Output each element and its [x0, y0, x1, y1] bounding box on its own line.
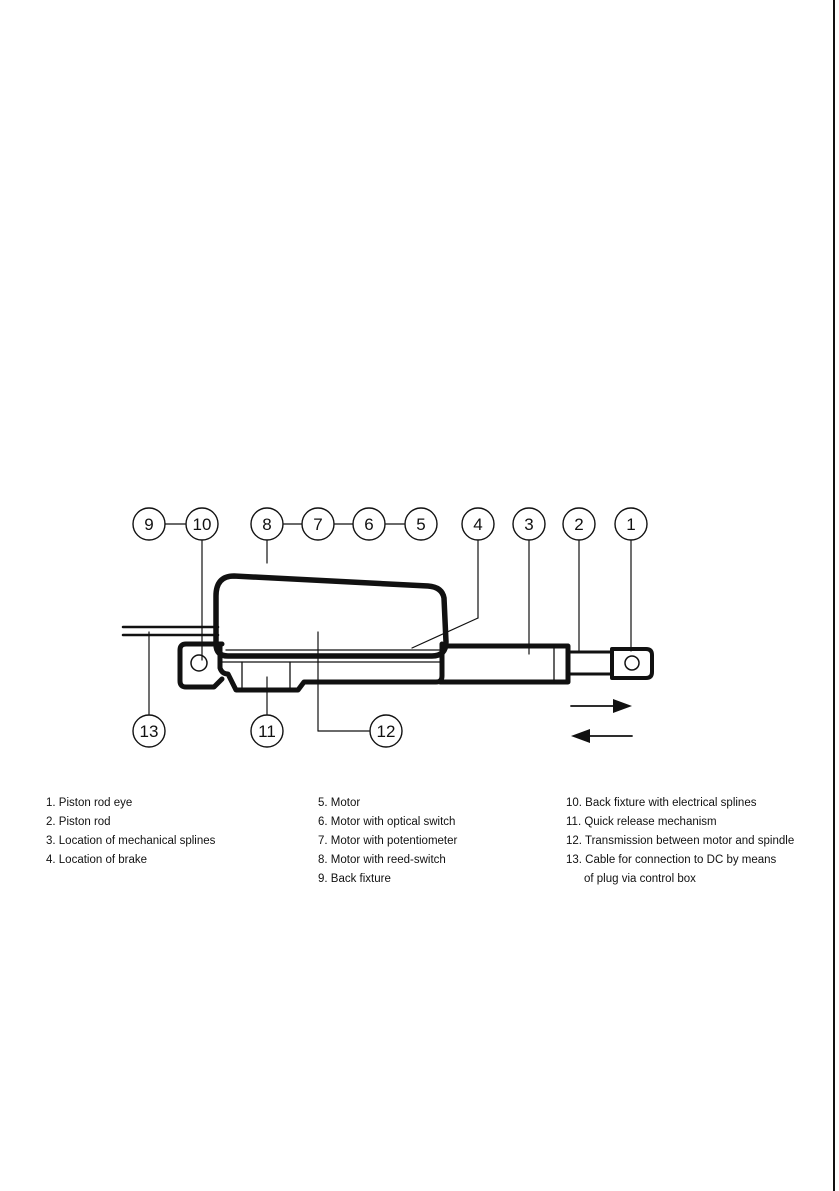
callout-4: 4: [473, 515, 482, 534]
callout-circle-5: [404, 507, 438, 541]
legend-item-6: 6. Motor with optical switch: [318, 816, 456, 828]
right-arrow-icon: [613, 699, 632, 713]
legend-item-11: 11. Quick release mechanism: [566, 816, 717, 828]
callout-circle-6: [352, 507, 386, 541]
callout-circle-2: [562, 507, 596, 541]
legend-item-4: 4. Location of brake: [46, 854, 148, 866]
direction-arrows: [570, 705, 633, 737]
legend-item-12: 12. Transmission between motor and spind…: [566, 835, 795, 847]
callout-7: 7: [313, 515, 322, 534]
legend-item-2: 2. Piston rod: [46, 816, 111, 828]
legend-column-1: 1. Piston rod eye 2. Piston rod 3. Locat…: [46, 794, 215, 870]
callout-6: 6: [364, 515, 373, 534]
callout-13: 13: [140, 722, 159, 741]
piston-rod-eye: [610, 647, 654, 680]
callout-circle-3: [512, 507, 546, 541]
callout-circle-9: [132, 507, 166, 541]
lower-housing: [217, 641, 445, 693]
callout-circle-8: [250, 507, 284, 541]
left-arrow-icon: [571, 729, 590, 743]
piston-rod: [566, 650, 614, 676]
callout-11: 11: [258, 722, 276, 741]
outer-tube: [437, 643, 571, 685]
legend-item-7: 7. Motor with potentiometer: [318, 835, 458, 847]
legend-item-9: 9. Back fixture: [318, 873, 391, 885]
back-fixture: [177, 641, 225, 690]
legend-item-1: 1. Piston rod eye: [46, 797, 133, 809]
legend-item-8: 8. Motor with reed-switch: [318, 854, 446, 866]
callout-circle-13: [132, 714, 166, 748]
cable: [121, 625, 220, 637]
legend-item-10: 10. Back fixture with electrical splines: [566, 797, 757, 809]
leader-lines: [148, 523, 632, 732]
page-edge-line: [833, 0, 835, 1191]
callout-3: 3: [524, 515, 533, 534]
callout-8: 8: [262, 515, 271, 534]
callout-circle-1: [614, 507, 648, 541]
callout-10: 10: [193, 515, 212, 534]
callout-circle-11: [250, 714, 284, 748]
callout-12: 12: [377, 722, 396, 741]
callout-circle-7: [301, 507, 335, 541]
callout-circle-12: [369, 714, 403, 748]
arrow-heads: [571, 699, 632, 743]
legend-item-13: 13. Cable for connection to DC by means: [566, 854, 777, 866]
callout-5: 5: [416, 515, 425, 534]
callout-circles: [132, 507, 648, 748]
legend-item-3: 3. Location of mechanical splines: [46, 835, 216, 847]
legend-item-13-continuation: of plug via control box: [584, 873, 696, 885]
legend-column-3: 10. Back fixture with electrical splines…: [566, 794, 794, 889]
legend-item-5: 5. Motor: [318, 797, 361, 809]
motor-housing: [213, 573, 449, 659]
callout-9: 9: [144, 515, 153, 534]
legend-column-2: 5. Motor 6. Motor with optical switch 7.…: [318, 794, 457, 889]
callout-1: 1: [626, 515, 635, 534]
callout-circle-10: [185, 507, 219, 541]
callout-2: 2: [574, 515, 583, 534]
callout-circle-4: [461, 507, 495, 541]
